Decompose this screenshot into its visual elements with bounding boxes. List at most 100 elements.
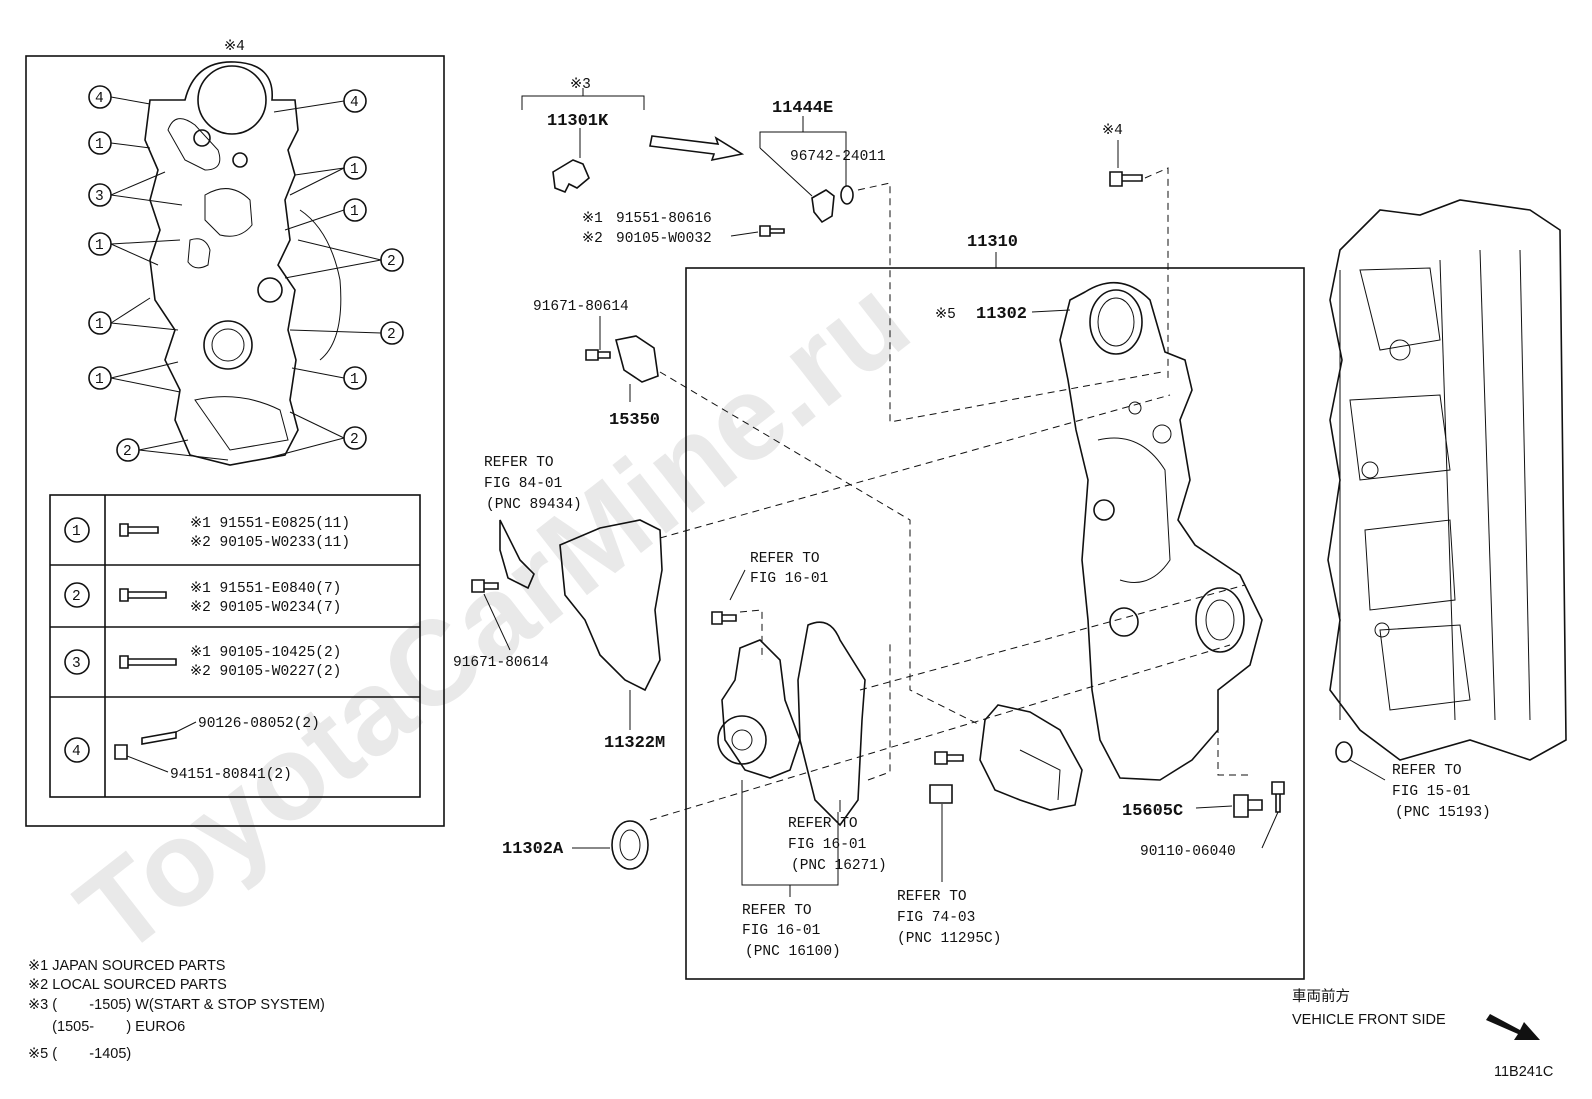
svg-text:2: 2 xyxy=(387,254,396,270)
engine-block xyxy=(1327,199,1567,761)
svg-text:4: 4 xyxy=(95,91,104,107)
gasket-small xyxy=(929,784,953,804)
svg-text:4: 4 xyxy=(350,95,359,111)
svg-text:REFER TO: REFER TO xyxy=(788,816,858,832)
part-label-11322M: 11322M xyxy=(604,734,665,753)
table-row-num: 1 xyxy=(72,524,81,540)
svg-text:1: 1 xyxy=(350,372,359,388)
svg-text:91551-80616: 91551-80616 xyxy=(616,211,712,227)
svg-text:91671-80614: 91671-80614 xyxy=(533,299,629,315)
svg-text:1: 1 xyxy=(95,372,104,388)
table-row-part-a: 90126-08052(2) xyxy=(198,716,320,732)
table-row-part-a: ※1 91551-E0840(7) xyxy=(190,581,341,597)
front-side-jp: 車両前方 xyxy=(1292,988,1350,1005)
front-side-en: VEHICLE FRONT SIDE xyxy=(1292,1012,1446,1028)
bolt-table: 1 ※1 91551-E0825(11) ※2 90105-W0233(11) … xyxy=(49,494,421,798)
table-row-part-a: ※1 91551-E0825(11) xyxy=(190,516,350,532)
svg-text:※4: ※4 xyxy=(1102,123,1123,139)
svg-text:FIG 16-01: FIG 16-01 xyxy=(742,923,820,939)
svg-text:91671-80614: 91671-80614 xyxy=(453,655,549,671)
footnotes: ※1 JAPAN SOURCED PARTS ※2 LOCAL SOURCED … xyxy=(28,958,325,1062)
svg-text:96742-24011: 96742-24011 xyxy=(790,149,886,165)
svg-text:(PNC 11295C): (PNC 11295C) xyxy=(897,931,1001,947)
svg-text:※2 LOCAL SOURCED PARTS: ※2 LOCAL SOURCED PARTS xyxy=(28,977,227,993)
water-pump xyxy=(717,639,801,779)
part-label-11302A: 11302A xyxy=(502,840,564,859)
inset-frame xyxy=(25,55,445,827)
svg-text:(1505- ) EURO6: (1505- ) EURO6 xyxy=(28,1019,185,1035)
svg-text:(PNC 16271): (PNC 16271) xyxy=(791,858,887,874)
svg-text:3: 3 xyxy=(95,189,104,205)
svg-text:FIG 84-01: FIG 84-01 xyxy=(484,476,562,492)
table-row-part-a: ※1 90105-10425(2) xyxy=(190,645,341,661)
sensor-15605C xyxy=(1233,794,1263,818)
cover-11322M xyxy=(559,519,663,692)
part-label-15605C: 15605C xyxy=(1122,802,1183,821)
svg-text:1: 1 xyxy=(350,204,359,220)
oring-96742 xyxy=(840,185,854,205)
svg-text:※1: ※1 xyxy=(582,211,603,227)
gasket xyxy=(797,621,866,827)
part-label-11301K: 11301K xyxy=(547,112,609,131)
svg-text:※2: ※2 xyxy=(582,231,603,247)
part-label-11310: 11310 xyxy=(967,233,1018,252)
svg-text:(PNC 89434): (PNC 89434) xyxy=(486,497,582,513)
oring-15193 xyxy=(1335,741,1353,763)
table-row-num: 2 xyxy=(72,589,81,605)
part-label-11444E: 11444E xyxy=(772,99,833,118)
svg-text:1: 1 xyxy=(95,317,104,333)
front-arrow-icon xyxy=(1486,1014,1540,1040)
timing-cover-11302 xyxy=(1059,281,1263,781)
inset-callouts: 4 1 3 1 1 1 2 4 1 1 2 2 1 2 xyxy=(88,85,404,462)
svg-text:REFER TO: REFER TO xyxy=(742,903,812,919)
table-row-part-b: ※2 90105-W0227(2) xyxy=(190,664,341,680)
bolt-icon xyxy=(1271,781,1285,813)
bolt-icon xyxy=(1109,171,1143,187)
svg-text:1: 1 xyxy=(95,238,104,254)
svg-text:REFER TO: REFER TO xyxy=(1392,763,1462,779)
part-label-15350: 15350 xyxy=(609,411,660,430)
bolt-icon xyxy=(711,611,737,625)
bolt-icon xyxy=(759,225,785,237)
svg-text:※3: ※3 xyxy=(570,77,591,93)
inset-mark: ※4 xyxy=(224,39,245,55)
svg-text:FIG 16-01: FIG 16-01 xyxy=(750,571,828,587)
svg-text:1: 1 xyxy=(350,162,359,178)
bolt-icon xyxy=(471,579,499,593)
bolt-icon xyxy=(934,751,964,765)
svg-text:2: 2 xyxy=(387,327,396,343)
svg-text:※5: ※5 xyxy=(935,307,956,323)
svg-text:REFER TO: REFER TO xyxy=(750,551,820,567)
sensor-15350 xyxy=(615,335,659,383)
svg-text:2: 2 xyxy=(123,444,132,460)
diagram-code: 11B241C xyxy=(1494,1064,1553,1080)
svg-text:90110-06040: 90110-06040 xyxy=(1140,844,1236,860)
svg-text:1: 1 xyxy=(95,137,104,153)
arrow-icon xyxy=(649,135,745,162)
svg-text:2: 2 xyxy=(350,432,359,448)
housing-11295C xyxy=(979,704,1083,811)
svg-text:(PNC 16100): (PNC 16100) xyxy=(745,944,841,960)
table-row-part-b: 94151-80841(2) xyxy=(170,767,292,783)
bolt-icon xyxy=(585,349,611,361)
table-row-part-b: ※2 90105-W0233(11) xyxy=(190,535,350,551)
bracket-89434 xyxy=(499,519,535,590)
svg-text:REFER TO: REFER TO xyxy=(484,455,554,471)
part-label-11302: 11302 xyxy=(976,305,1027,324)
sensor-11301K xyxy=(552,159,590,194)
svg-text:※5 ( -1405): ※5 ( -1405) xyxy=(28,1046,131,1062)
inset-timing-cover xyxy=(144,61,342,466)
svg-text:※1 JAPAN SOURCED PARTS: ※1 JAPAN SOURCED PARTS xyxy=(28,958,225,974)
table-row-num: 3 xyxy=(72,656,81,672)
svg-text:90105-W0032: 90105-W0032 xyxy=(616,231,712,247)
svg-text:REFER TO: REFER TO xyxy=(897,889,967,905)
table-row-part-b: ※2 90105-W0234(7) xyxy=(190,600,341,616)
svg-text:FIG 74-03: FIG 74-03 xyxy=(897,910,975,926)
svg-text:FIG 15-01: FIG 15-01 xyxy=(1392,784,1470,800)
assembly-frame-11310 xyxy=(685,267,1305,980)
seal-11302A xyxy=(611,820,649,870)
sensor-11444E xyxy=(811,189,835,224)
table-row-num: 4 xyxy=(72,744,81,760)
svg-text:※3 ( -1505) W(START & S: ※3 ( -1505) W(START & STOP SYSTEM) xyxy=(28,997,325,1013)
